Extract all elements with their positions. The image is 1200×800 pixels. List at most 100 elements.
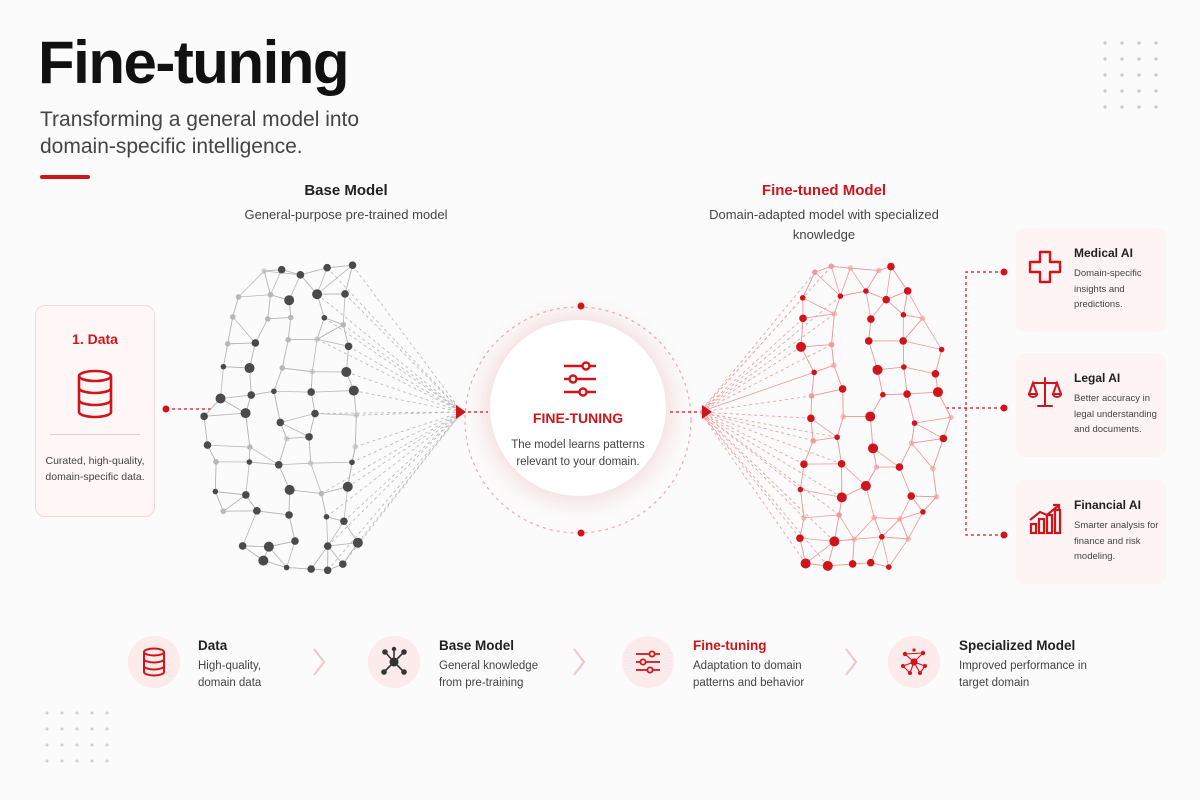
- network-node: [213, 459, 219, 465]
- network-node: [247, 391, 256, 399]
- fan-line: [355, 411, 463, 448]
- app-bracket-connector: [965, 271, 1004, 536]
- network-node: [811, 369, 817, 376]
- network-edge: [935, 349, 942, 374]
- step-icon-circle-base-model: [368, 636, 420, 688]
- network-edge: [814, 364, 834, 373]
- fan-line: [699, 344, 832, 413]
- grid-dot: [1137, 89, 1141, 93]
- grid-dot: [1137, 73, 1141, 77]
- network-edge: [354, 415, 357, 447]
- fan-line: [347, 411, 463, 488]
- network-node: [848, 560, 857, 568]
- network-node: [263, 541, 274, 552]
- network-node: [258, 555, 269, 566]
- network-edge: [881, 536, 890, 568]
- grid-dot: [90, 743, 94, 747]
- network-node: [807, 414, 815, 423]
- grid-dot: [90, 727, 94, 731]
- network-edge: [902, 340, 905, 368]
- app-title-medical: Medical AI: [1074, 246, 1133, 260]
- finetuned-fan-lines: [699, 266, 843, 567]
- grid-dot: [1120, 73, 1124, 77]
- data-connector-dot: [162, 405, 170, 413]
- network-edge: [922, 318, 942, 350]
- fan-line: [315, 411, 463, 414]
- network-edge: [872, 448, 900, 468]
- network-edge: [805, 541, 835, 564]
- network-node: [834, 434, 840, 441]
- bar-chart-icon: [1029, 503, 1062, 535]
- network-edge: [831, 265, 851, 269]
- network-edge: [232, 316, 256, 344]
- grid-dot: [90, 759, 94, 763]
- network-node: [311, 409, 319, 418]
- network-edge: [344, 265, 353, 295]
- network-edge: [840, 290, 867, 297]
- network-edge: [907, 290, 923, 319]
- network-edge: [831, 313, 835, 345]
- database-icon: [143, 647, 165, 677]
- network-node: [847, 265, 854, 271]
- network-edge: [838, 514, 855, 540]
- grid-dot: [75, 727, 79, 731]
- network-node: [285, 336, 292, 343]
- network-edge: [800, 489, 842, 498]
- network-edge: [249, 461, 279, 466]
- network-edge: [326, 516, 329, 547]
- network-edge: [800, 464, 805, 490]
- step-desc-specialized: Improved performance in target domain: [959, 660, 1087, 689]
- network-edge: [282, 367, 313, 373]
- network-edge: [256, 510, 290, 516]
- network-edge: [286, 540, 296, 568]
- network-edge: [869, 416, 874, 449]
- fan-line: [344, 293, 463, 413]
- network-node: [829, 536, 840, 547]
- app-title-financial: Financial AI: [1074, 498, 1141, 512]
- fan-line: [353, 390, 463, 413]
- network-node: [932, 387, 943, 398]
- fan-line: [699, 411, 811, 419]
- network-edge: [254, 318, 269, 344]
- data-card-label: 1. Data: [72, 331, 118, 347]
- network-node: [264, 316, 271, 322]
- grid-dot: [1120, 57, 1124, 61]
- network-node: [323, 263, 331, 272]
- network-edge: [865, 270, 879, 292]
- network-edge: [922, 496, 937, 513]
- network-edge: [273, 367, 283, 392]
- fan-line: [351, 411, 463, 463]
- network-node: [887, 262, 895, 271]
- network-node: [240, 408, 251, 419]
- network-node: [933, 494, 940, 500]
- network-node: [840, 413, 847, 420]
- network-node: [348, 385, 359, 396]
- network-node: [931, 370, 940, 378]
- step-title-finetuning: Fine-tuning: [693, 638, 767, 653]
- fan-line: [699, 395, 812, 413]
- network-edge: [836, 416, 844, 438]
- network-node: [220, 508, 227, 515]
- network-node: [352, 443, 359, 450]
- network-node: [203, 441, 212, 449]
- network-edge: [204, 412, 246, 417]
- network-edge: [903, 290, 909, 315]
- network-node: [796, 534, 804, 542]
- network-node: [810, 437, 817, 444]
- network-node: [905, 536, 911, 542]
- network-edge: [811, 372, 815, 396]
- network-edge: [802, 313, 835, 319]
- network-node: [867, 315, 875, 323]
- network-edge: [802, 297, 835, 315]
- network-node: [864, 337, 873, 345]
- sliders-icon: [564, 361, 596, 397]
- chevron-right-icon: [573, 648, 586, 676]
- network-edge: [801, 344, 832, 348]
- network-edge: [342, 293, 346, 325]
- grid-dot: [105, 759, 109, 763]
- finetuned-model-subtitle: Domain-adapted model with specialized kn…: [709, 207, 939, 242]
- grid-dot: [1137, 41, 1141, 45]
- app-title-legal: Legal AI: [1074, 371, 1121, 385]
